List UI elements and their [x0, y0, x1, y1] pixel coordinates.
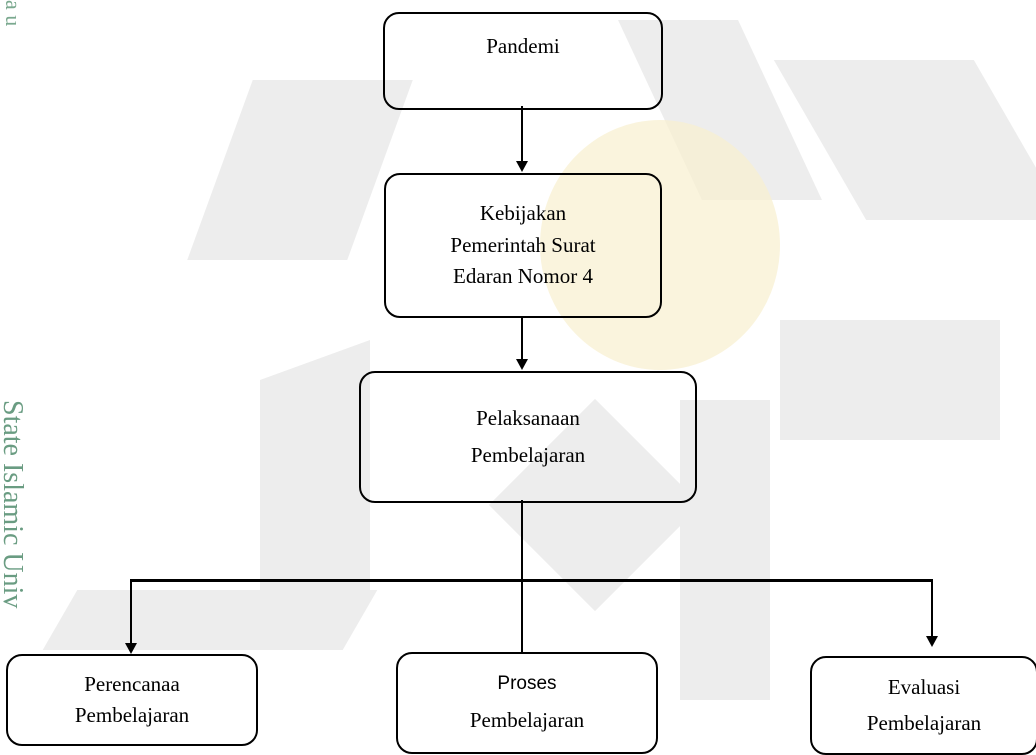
node-pandemi: Pandemi [383, 12, 663, 110]
watermark-block [42, 590, 378, 650]
node-pelaksanaan: Pelaksanaan Pembelajaran [359, 371, 697, 503]
watermark-block [780, 320, 1000, 440]
node-kebijakan-line-3: Edaran Nomor 4 [453, 264, 593, 289]
watermark-side-text-top: a u [1, 0, 26, 27]
node-perencanaan-line-1: Perencanaa [84, 671, 180, 696]
node-evaluasi-line-1: Evaluasi [887, 675, 961, 699]
watermark-side-text: State Islamic Univ [0, 400, 28, 609]
node-evaluasi: Evaluasi Pembelajaran [810, 656, 1036, 755]
connector-kebijakan-pelaksanaan [521, 316, 523, 360]
arrow-head [926, 636, 938, 647]
connector-to-perencanaan [130, 579, 132, 644]
node-kebijakan: Kebijakan Pemerintah Surat Edaran Nomor … [384, 173, 662, 318]
node-kebijakan-line-1: Kebijakan [479, 201, 567, 226]
arrow-head [516, 161, 528, 172]
arrow-head [125, 643, 137, 654]
connector-pandemi-kebijakan [521, 106, 523, 162]
connector-to-evaluasi [931, 579, 933, 637]
connector-horizontal-branch [130, 579, 933, 582]
node-proses: Proses Pembelajaran [396, 652, 658, 754]
node-perencanaan: Perencanaa Pembelajaran [6, 654, 258, 746]
node-pelaksanaan-line-1: Pelaksanaan [476, 405, 580, 430]
node-kebijakan-line-2: Pemerintah Surat [450, 232, 596, 257]
node-proses-line-2: Pembelajaran [469, 707, 585, 732]
node-pelaksanaan-line-2: Pembelajaran [470, 443, 586, 467]
watermark-block [187, 80, 413, 260]
arrow-head [516, 359, 528, 370]
node-evaluasi-line-2: Pembelajaran [866, 710, 982, 735]
node-perencanaan-line-2: Pembelajaran [74, 703, 190, 727]
node-pandemi-label: Pandemi [486, 34, 560, 59]
connector-pelaksanaan-branch [521, 500, 523, 652]
node-proses-line-1: Proses [497, 673, 557, 694]
